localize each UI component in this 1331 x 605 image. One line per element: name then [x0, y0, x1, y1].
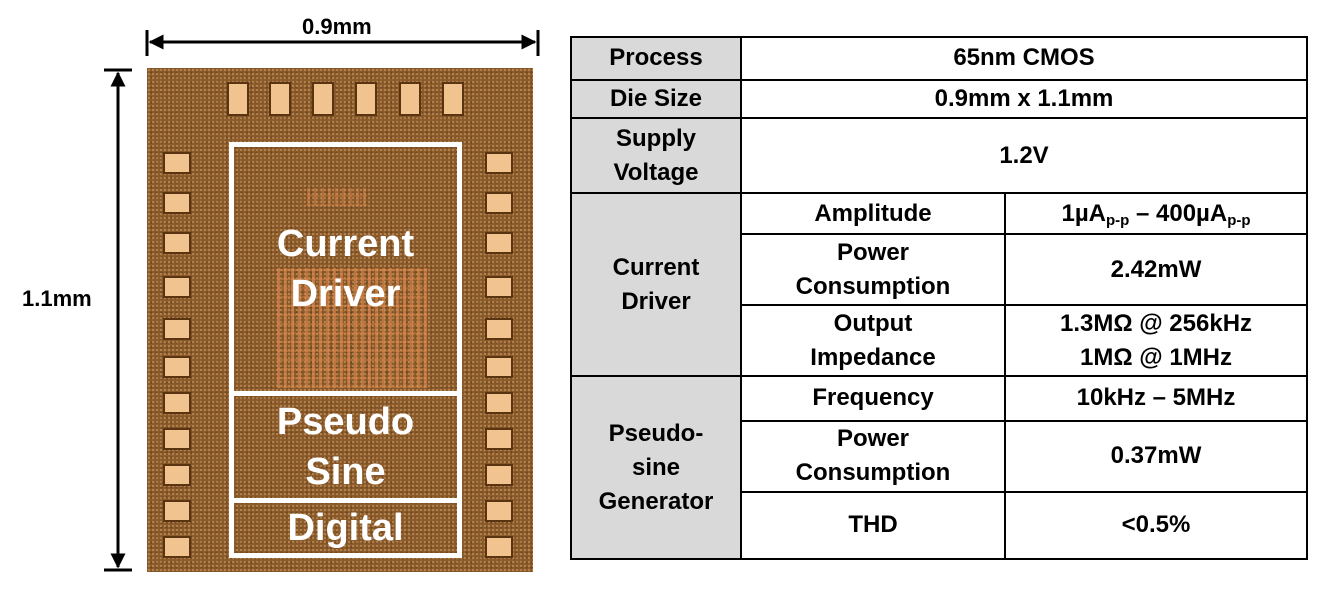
bond-pad [163, 318, 191, 340]
chip-specification-table: Process 65nm CMOS Die Size 0.9mm x 1.1mm… [570, 36, 1308, 561]
digital-block: Digital [229, 498, 462, 558]
driver-circuitry [277, 268, 427, 388]
die-width-label: 0.9mm [302, 14, 372, 39]
bond-pad [485, 152, 513, 174]
table-row: Process 65nm CMOS [570, 36, 1308, 81]
table-row: Pseudo- sine Generator Frequency 10kHz –… [570, 375, 1308, 560]
supply-voltage-value: 1.2V [740, 117, 1308, 195]
bond-pad [485, 232, 513, 254]
bond-pad [163, 356, 191, 378]
output-impedance-value: 1.3MΩ @ 256kHz 1MΩ @ 1MHz [1004, 304, 1308, 378]
current-driver-label: Current Driver [570, 192, 742, 378]
bond-pad [485, 536, 513, 558]
current-driver-block: Current Driver [229, 142, 462, 396]
table-row: Current Driver Amplitude 1µAp-p – 400µAp… [570, 192, 1308, 378]
bond-pad [485, 428, 513, 450]
table-row: Die Size 0.9mm x 1.1mm [570, 78, 1308, 120]
bond-pad [485, 500, 513, 522]
die-size-label: Die Size [570, 78, 742, 120]
bond-pad [163, 428, 191, 450]
amplitude-label: Amplitude [740, 192, 1006, 235]
bond-pad [485, 464, 513, 486]
bond-pad [163, 536, 191, 558]
table-row: Power Consumption 0.37mW [571, 419, 1308, 493]
bond-pad [485, 356, 513, 378]
bond-pad [485, 392, 513, 414]
generator-power-value: 0.37mW [1004, 419, 1308, 493]
table-row: Output Impedance 1.3MΩ @ 256kHz 1MΩ @ 1M… [571, 304, 1308, 378]
pseudo-sine-block: Pseudo Sine [229, 391, 462, 503]
bond-pad [485, 276, 513, 298]
bond-pad [485, 318, 513, 340]
bond-pad [355, 82, 377, 116]
die-size-value: 0.9mm x 1.1mm [740, 78, 1308, 120]
output-impedance-label: Output Impedance [740, 304, 1006, 378]
current-driver-label-line2: Driver [290, 273, 401, 315]
die-height-label: 1.1mm [22, 286, 92, 311]
bond-pad [163, 500, 191, 522]
bond-pad [163, 232, 191, 254]
pseudo-sine-label-line2: Sine [305, 451, 386, 493]
driver-power-label: Power Consumption [740, 232, 1006, 307]
supply-voltage-label: Supply Voltage [570, 117, 742, 195]
current-driver-label-line1: Current [276, 223, 415, 265]
bond-pad [312, 82, 334, 116]
frequency-label: Frequency [740, 375, 1006, 422]
bond-pad [163, 152, 191, 174]
die-photo: Current Driver Pseudo Sine Digital [147, 68, 533, 572]
frequency-value: 10kHz – 5MHz [1004, 375, 1308, 422]
bond-pad [163, 464, 191, 486]
bond-pad [269, 82, 291, 116]
thd-label: THD [740, 490, 1006, 561]
digital-label: Digital [287, 507, 404, 549]
pseudo-sine-label-line1: Pseudo [276, 401, 415, 443]
amplitude-value: 1µAp-p – 400µAp-p [1004, 192, 1308, 235]
bond-pad [485, 192, 513, 214]
process-value: 65nm CMOS [740, 36, 1308, 81]
table-row: THD <0.5% [571, 490, 1308, 561]
bond-pad [227, 82, 249, 116]
process-label: Process [570, 36, 742, 81]
bond-pad [163, 276, 191, 298]
bond-pad [163, 392, 191, 414]
table-row: Power Consumption 2.42mW [571, 232, 1308, 307]
bond-pad [442, 82, 464, 116]
table-row: Supply Voltage 1.2V [570, 117, 1308, 195]
driver-power-value: 2.42mW [1004, 232, 1308, 307]
die-micrograph-figure: 0.9mm 1.1mm [0, 0, 560, 605]
bond-pad [399, 82, 421, 116]
thd-value: <0.5% [1004, 490, 1308, 561]
pseudo-sine-generator-label: Pseudo- sine Generator [570, 375, 742, 560]
driver-circuitry [307, 188, 367, 206]
generator-power-label: Power Consumption [740, 419, 1006, 493]
dimension-arrows [104, 30, 540, 572]
bond-pad [163, 192, 191, 214]
